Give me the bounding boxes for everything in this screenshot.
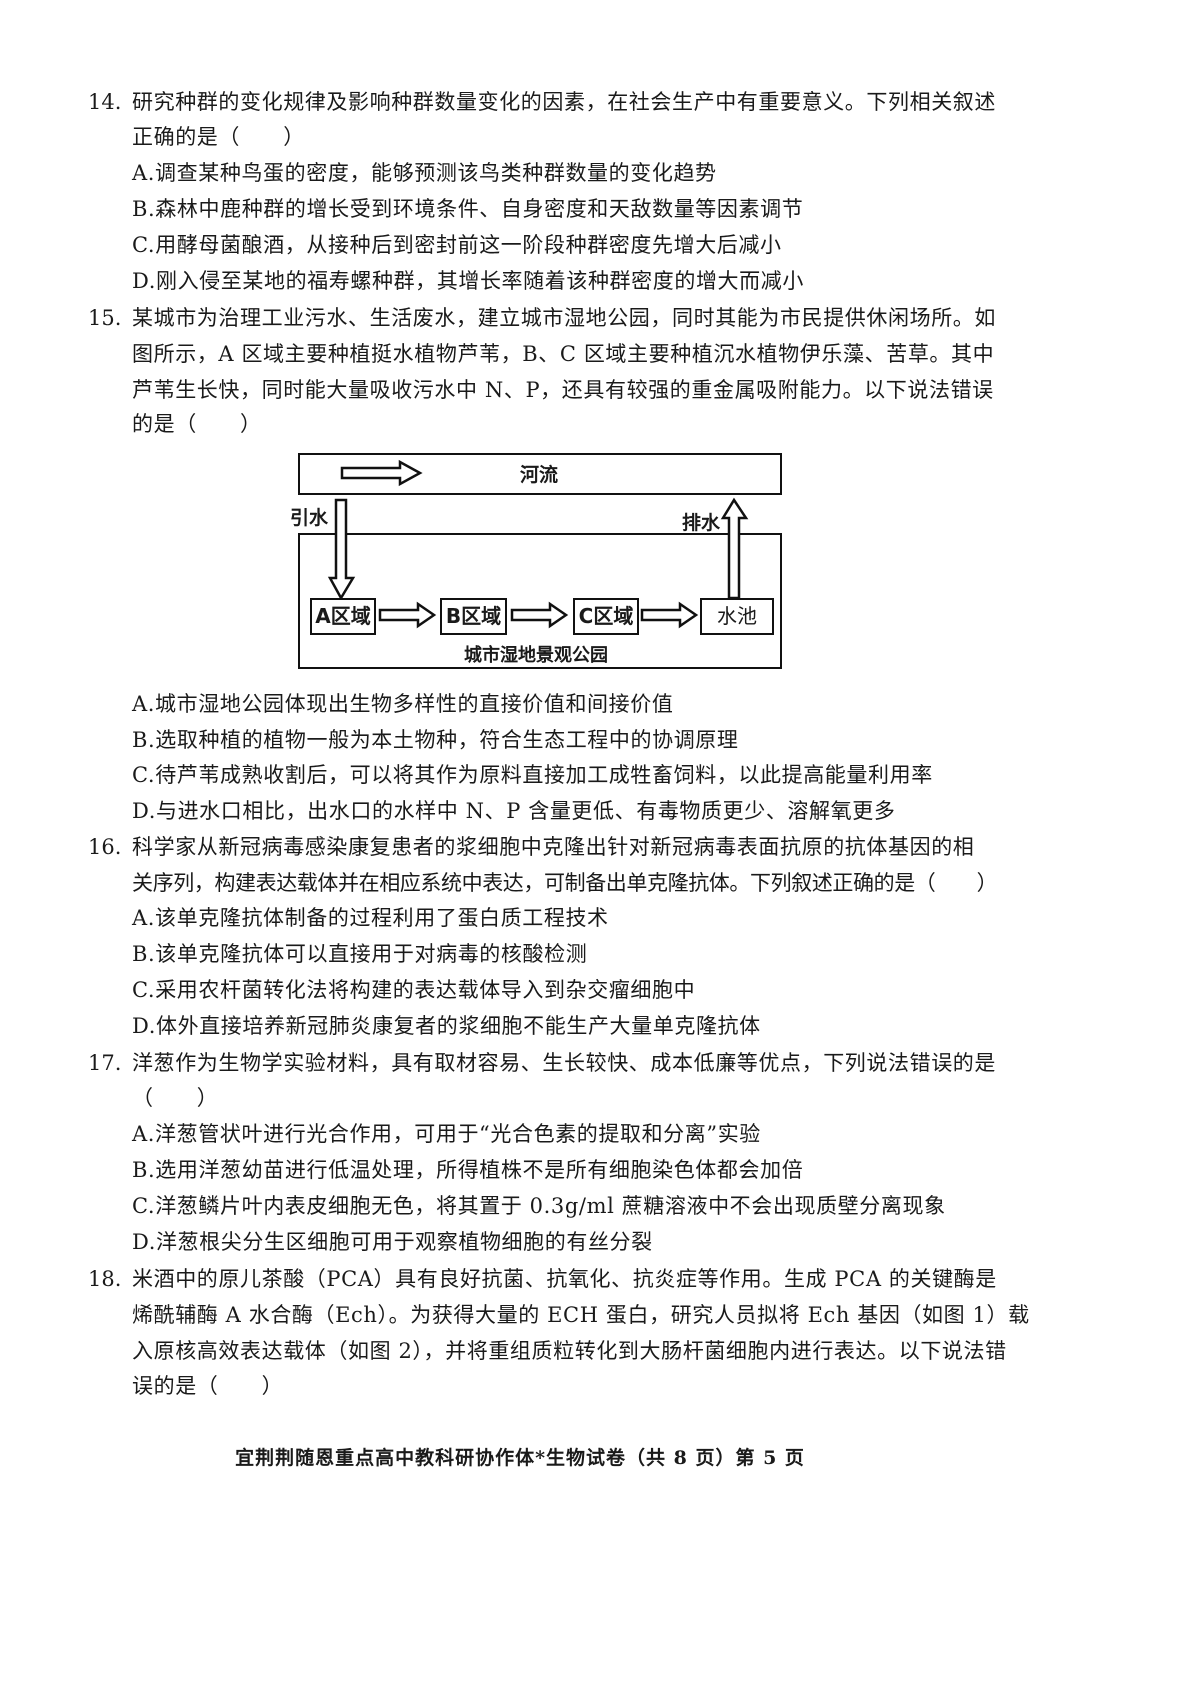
flow-arrow-icon <box>510 601 569 629</box>
question-stem: 正确的是（ ） <box>132 125 305 149</box>
question-stem: 芦苇生长快，同时能大量吸收污水中 N、P，还具有较强的重金属吸附能力。以下说法错… <box>132 378 994 402</box>
option-b: B.该单克隆抗体可以直接用于对病毒的核酸检测 <box>132 942 588 966</box>
option-a: A.该单克隆抗体制备的过程利用了蛋白质工程技术 <box>132 906 609 930</box>
question-number: 16. <box>88 835 122 859</box>
outflow-label: 排水 <box>682 512 721 534</box>
river-box <box>298 453 782 495</box>
option-c: C.待芦苇成熟收割后，可以将其作为原料直接加工成牲畜饲料，以此提高能量利用率 <box>132 763 933 787</box>
park-box <box>298 533 782 669</box>
inflow-label: 引水 <box>290 507 329 529</box>
zone-a: A区域 <box>310 598 376 635</box>
flow-arrow-icon <box>378 601 437 629</box>
question-stem: 的是（ ） <box>132 412 262 436</box>
option-a: A.城市湿地公园体现出生物多样性的直接价值和间接价值 <box>132 692 674 716</box>
question-stem: 入原核高效表达载体（如图 2），并将重组质粒转化到大肠杆菌细胞内进行表达。以下说… <box>132 1339 1007 1363</box>
question-stem: 关序列，构建表达载体并在相应系统中表达，可制备出单克隆抗体。下列叙述正确的是（ … <box>132 871 998 895</box>
flow-arrow-icon <box>640 601 699 629</box>
river-flow-arrow-icon <box>340 459 423 487</box>
question-stem: 科学家从新冠病毒感染康复患者的浆细胞中克隆出针对新冠病毒表面抗原的抗体基因的相 <box>132 835 975 859</box>
question-number: 14. <box>88 90 122 114</box>
zone-c: C区域 <box>573 598 639 635</box>
question-stem: 洋葱作为生物学实验材料，具有取材容易、生长较快、成本低廉等优点，下列说法错误的是 <box>132 1051 996 1075</box>
question-stem: （ ） <box>132 1086 219 1110</box>
park-label: 城市湿地景观公园 <box>464 645 608 666</box>
question-number: 18. <box>88 1267 122 1291</box>
question-stem: 研究种群的变化规律及影响种群数量变化的因素，在社会生产中有重要意义。下列相关叙述 <box>132 90 996 114</box>
option-b: B.选用洋葱幼苗进行低温处理，所得植株不是所有细胞染色体都会加倍 <box>132 1158 804 1182</box>
option-c: C.洋葱鳞片叶内表皮细胞无色，将其置于 0.3g/ml 蔗糖溶液中不会出现质壁分… <box>132 1194 946 1218</box>
option-d: D.刚入侵至某地的福寿螺种群，其增长率随着该种群密度的增大而减小 <box>132 269 804 293</box>
option-c: C.采用农杆菌转化法将构建的表达载体导入到杂交瘤细胞中 <box>132 978 696 1002</box>
option-a: A.洋葱管状叶进行光合作用，可用于“光合色素的提取和分离”实验 <box>132 1122 761 1146</box>
page-footer: 宜荆荆随恩重点高中教科研协作体*生物试卷（共 8 页）第 5 页 <box>235 1447 805 1469</box>
question-stem: 米酒中的原儿茶酸（PCA）具有良好抗菌、抗氧化、抗炎症等作用。生成 PCA 的关… <box>132 1267 997 1291</box>
option-a: A.调查某种鸟蛋的密度，能够预测该鸟类种群数量的变化趋势 <box>132 161 717 185</box>
question-stem: 烯酰辅酶 A 水合酶（Ech）。为获得大量的 ECH 蛋白，研究人员拟将 Ech… <box>132 1303 1030 1327</box>
option-c: C.用酵母菌酿酒，从接种后到密封前这一阶段种群密度先增大后减小 <box>132 233 782 257</box>
question-stem: 图所示，A 区域主要种植挺水植物芦苇，B、C 区域主要种植沉水植物伊乐藻、苦草。… <box>132 342 995 366</box>
option-b: B.选取种植的植物一般为本土物种，符合生态工程中的协调原理 <box>132 728 739 752</box>
zone-b: B区域 <box>440 598 507 635</box>
question-number: 17. <box>88 1051 122 1075</box>
outflow-arrow-icon <box>720 497 749 600</box>
inflow-arrow-icon <box>327 498 356 601</box>
question-stem: 误的是（ ） <box>132 1374 284 1398</box>
pond: 水池 <box>700 598 774 635</box>
option-b: B.森林中鹿种群的增长受到环境条件、自身密度和天敌数量等因素调节 <box>132 197 804 221</box>
option-d: D.洋葱根尖分生区细胞可用于观察植物细胞的有丝分裂 <box>132 1230 653 1254</box>
question-number: 15. <box>88 306 122 330</box>
river-label: 河流 <box>520 464 559 486</box>
option-d: D.与进水口相比，出水口的水样中 N、P 含量更低、有毒物质更少、溶解氧更多 <box>132 799 896 823</box>
question-stem: 某城市为治理工业污水、生活废水，建立城市湿地公园，同时其能为市民提供休闲场所。如 <box>132 306 996 330</box>
option-d: D.体外直接培养新冠肺炎康复者的浆细胞不能生产大量单克隆抗体 <box>132 1014 761 1038</box>
